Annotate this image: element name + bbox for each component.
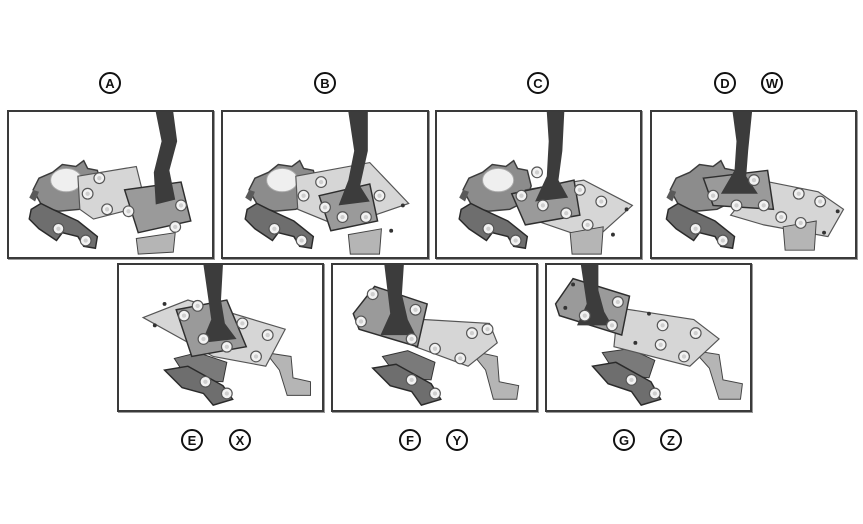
label-w: W	[761, 72, 783, 94]
label-y: Y	[446, 429, 468, 451]
panel-d	[650, 110, 857, 259]
label-e: E	[181, 429, 203, 451]
assembly-illustration-d	[652, 112, 845, 251]
panel-c	[435, 110, 642, 259]
label-b: B	[314, 72, 336, 94]
label-d: D	[714, 72, 736, 94]
panel-f	[331, 263, 538, 412]
assembly-illustration-b	[223, 112, 410, 255]
label-a: A	[99, 72, 121, 94]
panel-b	[221, 110, 429, 259]
label-z: Z	[660, 429, 682, 451]
assembly-illustration-c	[437, 112, 634, 255]
assembly-illustration-g	[554, 265, 743, 406]
assembly-illustration-e	[141, 265, 312, 406]
panel-a	[7, 110, 214, 259]
label-f: F	[399, 429, 421, 451]
panel-e	[117, 263, 324, 412]
panel-g	[545, 263, 752, 412]
assembly-illustration-a	[9, 112, 192, 255]
label-c: C	[527, 72, 549, 94]
assembly-illustration-f	[352, 265, 520, 406]
label-g: G	[613, 429, 635, 451]
label-x: X	[229, 429, 251, 451]
